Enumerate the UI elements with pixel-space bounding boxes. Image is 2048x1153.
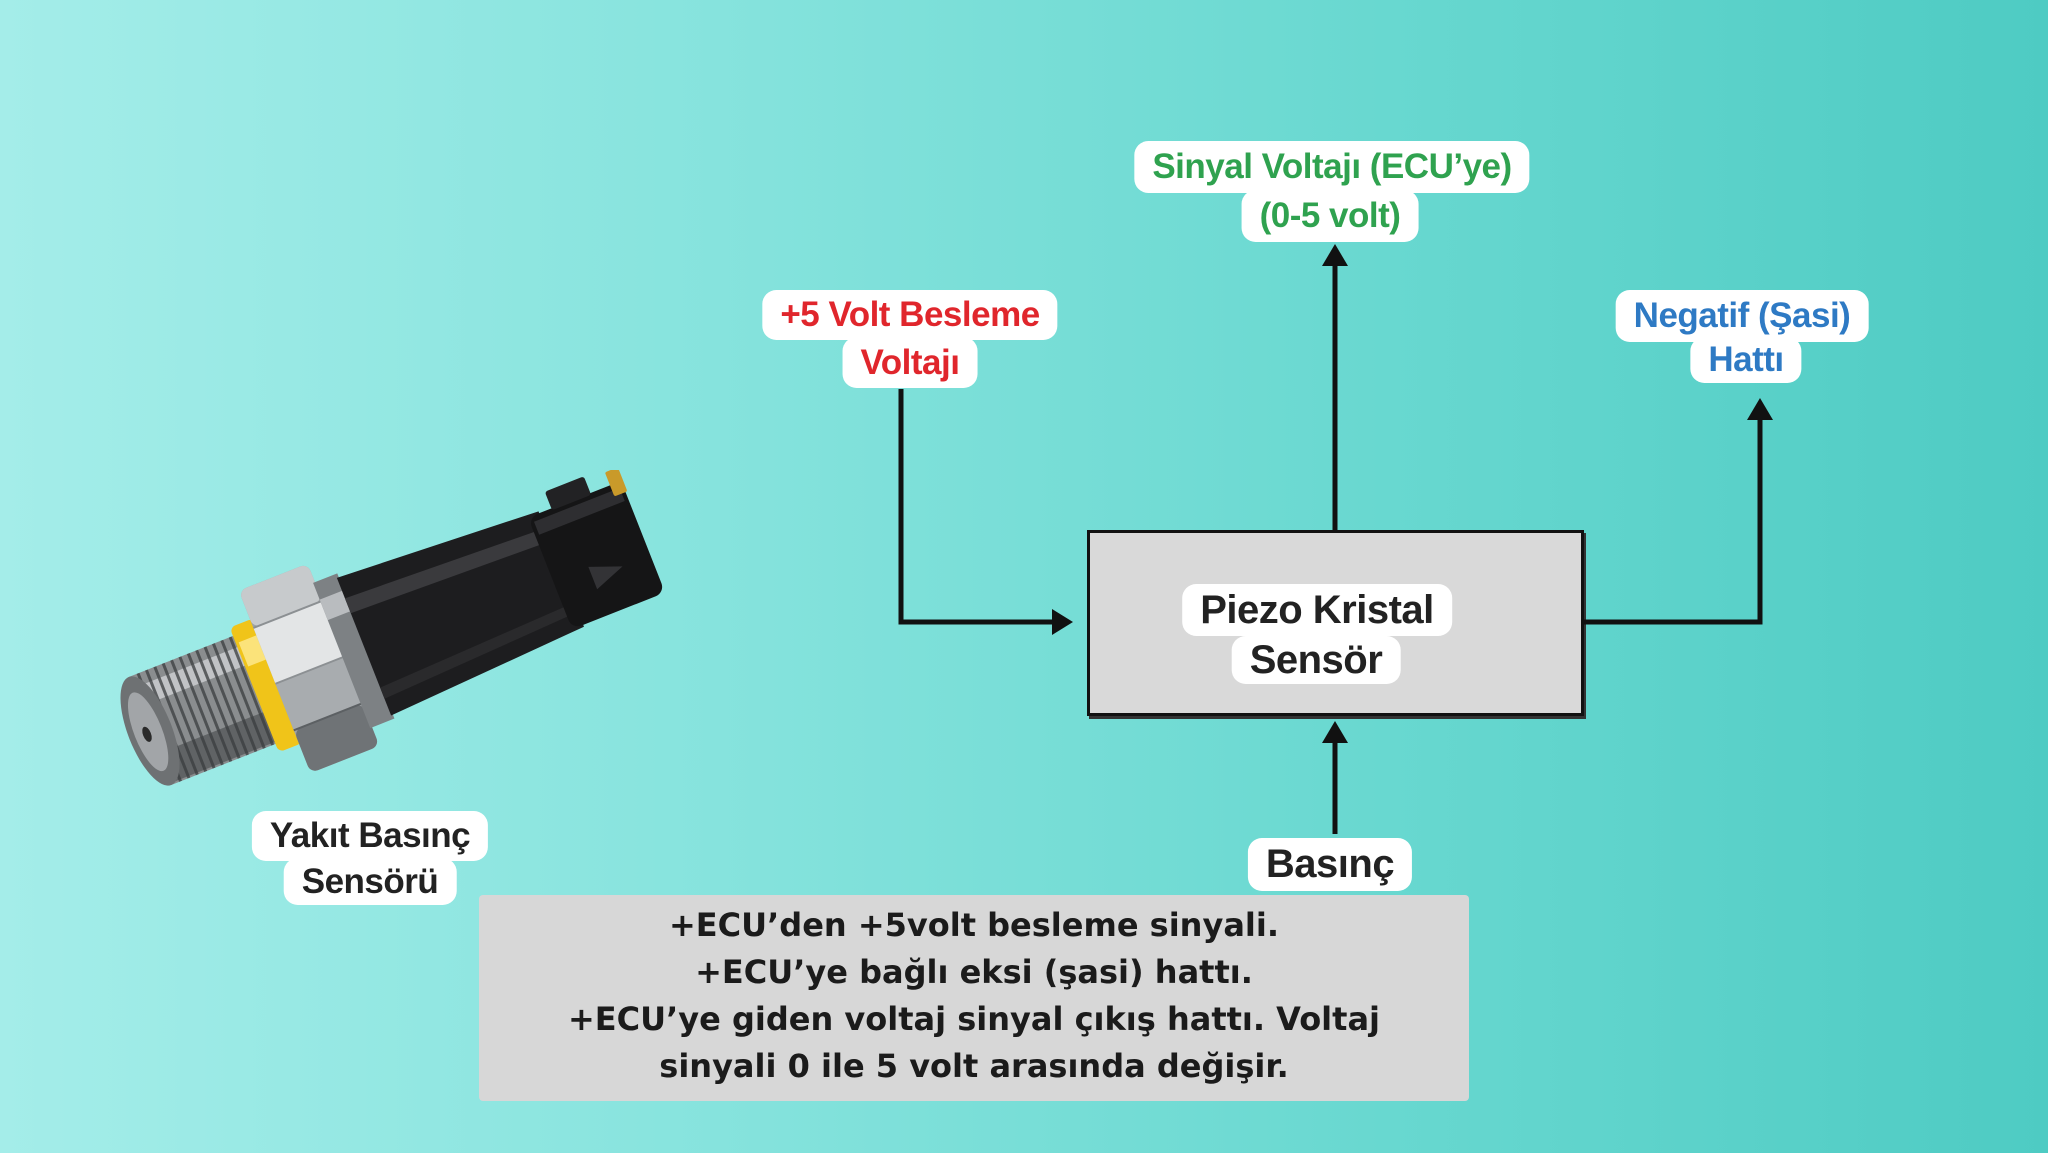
supply-arrow [898,389,1073,635]
note-line: +ECU’den +5volt besleme sinyali. [668,906,1279,944]
signal-output-arrowhead [1322,244,1348,266]
ground-arrowhead [1747,398,1773,420]
sensor-tip-face [120,676,180,786]
sensor-photo-caption-line1: Yakıt Basınç [251,811,489,861]
note-line: +ECU’ye giden voltaj sinyal çıkış hattı.… [567,1000,1380,1038]
pressure-input-arrow [1322,721,1348,834]
sensor-body-group [120,470,663,786]
ground-label-line2: Hattı [1690,337,1802,383]
sensor-hex-nut [241,565,378,771]
signal-output-label-line2: (0-5 volt) [1241,190,1419,242]
sensor-collar [313,573,395,729]
sensor-photo-caption-line2: Sensörü [283,858,457,905]
sensor-connector [531,470,663,627]
supply-arrowhead [1052,609,1073,635]
signal-output-label-line1: Sinyal Voltajı (ECU’ye) [1134,141,1530,193]
sensor-element-label-line2: Sensör [1231,636,1401,684]
pressure-input-label: Basınç [1247,838,1413,891]
sensor-housing [336,511,584,716]
supply-label-line2: Voltajı [842,337,978,388]
notes-panel: +ECU’den +5volt besleme sinyali. +ECU’ye… [479,895,1469,1101]
note-line: +ECU’ye bağlı eksi (şasi) hattı. [695,953,1253,991]
ground-line [1584,418,1763,625]
pressure-input-arrowhead [1322,721,1348,743]
ground-arrow [1584,398,1773,625]
signal-output-arrow [1322,244,1348,530]
sensor-element-label-line1: Piezo Kristal [1182,584,1452,636]
supply-label-line1: +5 Volt Besleme [762,290,1058,340]
note-line: sinyali 0 ile 5 volt arasında değişir. [659,1047,1289,1085]
fuel-pressure-sensor-image [120,470,663,786]
supply-line [898,389,1056,625]
ground-label-line1: Negatif (Şasi) [1615,290,1869,342]
